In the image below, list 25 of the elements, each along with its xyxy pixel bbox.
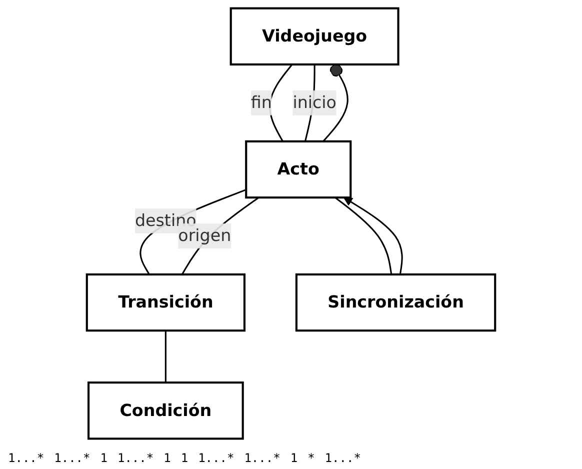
arrow — [343, 197, 403, 275]
multiplicity-label: 1...* — [324, 451, 361, 465]
node-box: Condición — [88, 382, 244, 440]
connector — [334, 196, 392, 275]
edge-label: origen — [178, 226, 232, 246]
multiplicity-label: 1 — [180, 451, 188, 465]
multiplicity-label: 1 — [290, 451, 298, 465]
edge-label: destino — [134, 210, 196, 230]
connector — [140, 188, 246, 275]
node-box: Acto — [245, 140, 352, 199]
multiplicity-label: 1 — [164, 451, 171, 465]
multiplicity-label: 1...* — [117, 451, 154, 465]
connector — [322, 64, 348, 142]
edge-label: inicio — [292, 92, 336, 112]
multiplicity-label: 1 — [100, 451, 108, 465]
multiplicity-label: 1...* — [54, 451, 90, 465]
multiplicity-label: 1...* — [244, 451, 280, 465]
edge-label: fin — [250, 92, 272, 112]
multiplicity-label: 1...* — [198, 451, 234, 465]
node-box: Sincronización — [295, 273, 496, 332]
multiplicity-label: * — [308, 451, 315, 465]
node-box: Videojuego — [230, 7, 400, 66]
node-box: Transición — [86, 273, 246, 332]
multiplicity-label: 1...* — [8, 451, 44, 465]
connector — [164, 330, 166, 383]
